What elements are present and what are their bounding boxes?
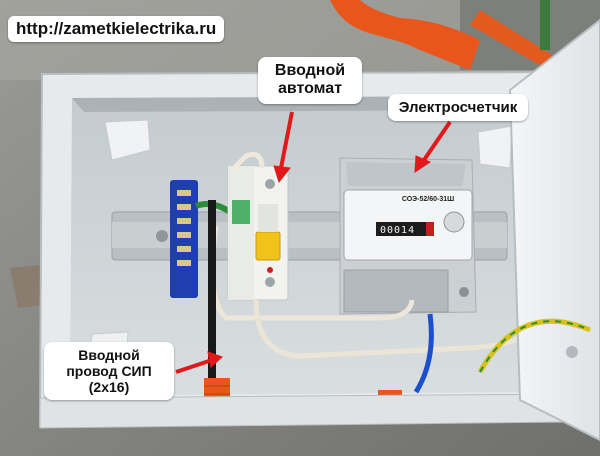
meter-model-text: СОЭ-52/60-31Ш (401, 196, 455, 203)
mount-ear-tr (477, 125, 513, 169)
meter-reading: 00014 (380, 225, 415, 236)
label-line: Вводной (274, 62, 346, 79)
meter-counter (376, 222, 434, 236)
orange-hose (330, 0, 480, 70)
label-line: автомат (277, 80, 343, 98)
arrow-meter (414, 120, 452, 173)
meter-top-cover (346, 162, 466, 186)
breaker-window (232, 200, 250, 224)
breaker-screw-top (265, 179, 275, 189)
label-line: (2x16) (88, 379, 130, 396)
white-wire-3 (253, 299, 531, 359)
breaker-red-dot (267, 267, 273, 273)
arrow-cable (175, 351, 223, 374)
breaker-handle (255, 231, 281, 261)
site-watermark: http://zametkielectrika.ru (8, 16, 225, 42)
label-input-breaker: Вводной автомат (258, 57, 362, 104)
label-line: Вводной (78, 347, 140, 363)
rail-screw-1 (156, 230, 168, 242)
meter-lens (443, 211, 465, 233)
breaker-handle-top (258, 204, 278, 232)
breaker-body-left (228, 166, 254, 300)
blue-wire (413, 313, 434, 394)
label-input-cable: Вводной провод СИП (2x16) (44, 342, 174, 401)
orange-hose-2 (470, 10, 560, 72)
terminal-screws (177, 190, 191, 266)
label-electricity-meter: Электросчетчик (388, 94, 528, 122)
meter-seal (459, 287, 469, 297)
meter-counter-red (426, 222, 434, 236)
arrow-breaker (273, 111, 294, 184)
breaker-screw-bottom (265, 277, 275, 287)
label-line: провод СИП (66, 363, 152, 380)
green-pipe (540, 0, 550, 50)
door-bolt (566, 346, 578, 358)
terminal-block (170, 180, 198, 298)
box-door (508, 18, 600, 442)
ground-wire-stripe (479, 320, 591, 373)
meter-terminal-cover (343, 269, 449, 313)
white-wire-1 (230, 152, 265, 172)
mount-ear-tl (104, 119, 151, 161)
